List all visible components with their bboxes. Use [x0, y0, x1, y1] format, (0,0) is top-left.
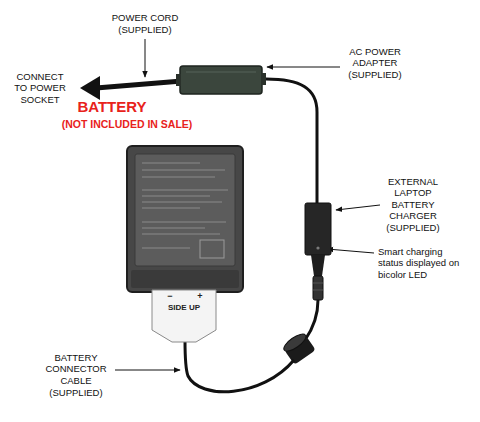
warning-text: (NOT INCLUDED IN SALE)	[37, 118, 217, 131]
label-print	[142, 163, 228, 248]
laptop-battery	[127, 146, 243, 292]
battery-end	[131, 270, 239, 288]
bicolor-led	[316, 246, 319, 249]
leader-arrow	[336, 205, 380, 210]
adapter-edge	[186, 72, 256, 73]
battery-connector	[152, 290, 216, 342]
label-mark	[200, 240, 224, 258]
leader-arrow	[145, 39, 146, 77]
ac-adapter	[180, 66, 262, 94]
adapter-end	[261, 73, 266, 85]
charger-plug	[313, 276, 323, 300]
connector-text: SIDE UP	[154, 303, 214, 313]
callout-text: (SUPPLIED)	[41, 387, 111, 398]
callout-text: CONNECT TO POWER SOCKET	[11, 71, 69, 105]
plug-ridge	[313, 290, 323, 291]
leader-arrow	[327, 249, 374, 253]
ferrite-core	[281, 331, 315, 365]
callout-text: (SUPPLIED)	[100, 24, 190, 35]
warning-heading: BATTERY	[52, 98, 172, 116]
socket-arrow	[80, 76, 100, 100]
battery-label	[135, 154, 235, 266]
adapter-end	[176, 74, 181, 86]
power-cord	[96, 81, 182, 88]
dc-cable	[266, 79, 317, 204]
callout-text: POWER CORD	[100, 12, 190, 23]
leader-arrow	[115, 370, 180, 371]
polarity-mark: −	[163, 291, 177, 302]
battery-cable	[305, 300, 318, 340]
leader-arrow	[267, 67, 340, 68]
callout-text: AC POWER ADAPTER	[345, 46, 405, 69]
polarity-mark: +	[193, 291, 207, 302]
charger-plug	[311, 255, 325, 276]
callout-text: BATTERY CONNECTOR CABLE	[41, 352, 111, 386]
callout-text: EXTERNAL LAPTOP BATTERY CHARGER	[382, 176, 444, 222]
callout-text: Smart charging status displayed on bicol…	[378, 246, 462, 280]
battery-charger	[305, 203, 331, 255]
plug-ridge	[313, 283, 323, 284]
callout-text: (SUPPLIED)	[340, 69, 410, 80]
callout-text: (SUPPLIED)	[378, 222, 448, 233]
battery-cable	[185, 340, 294, 392]
